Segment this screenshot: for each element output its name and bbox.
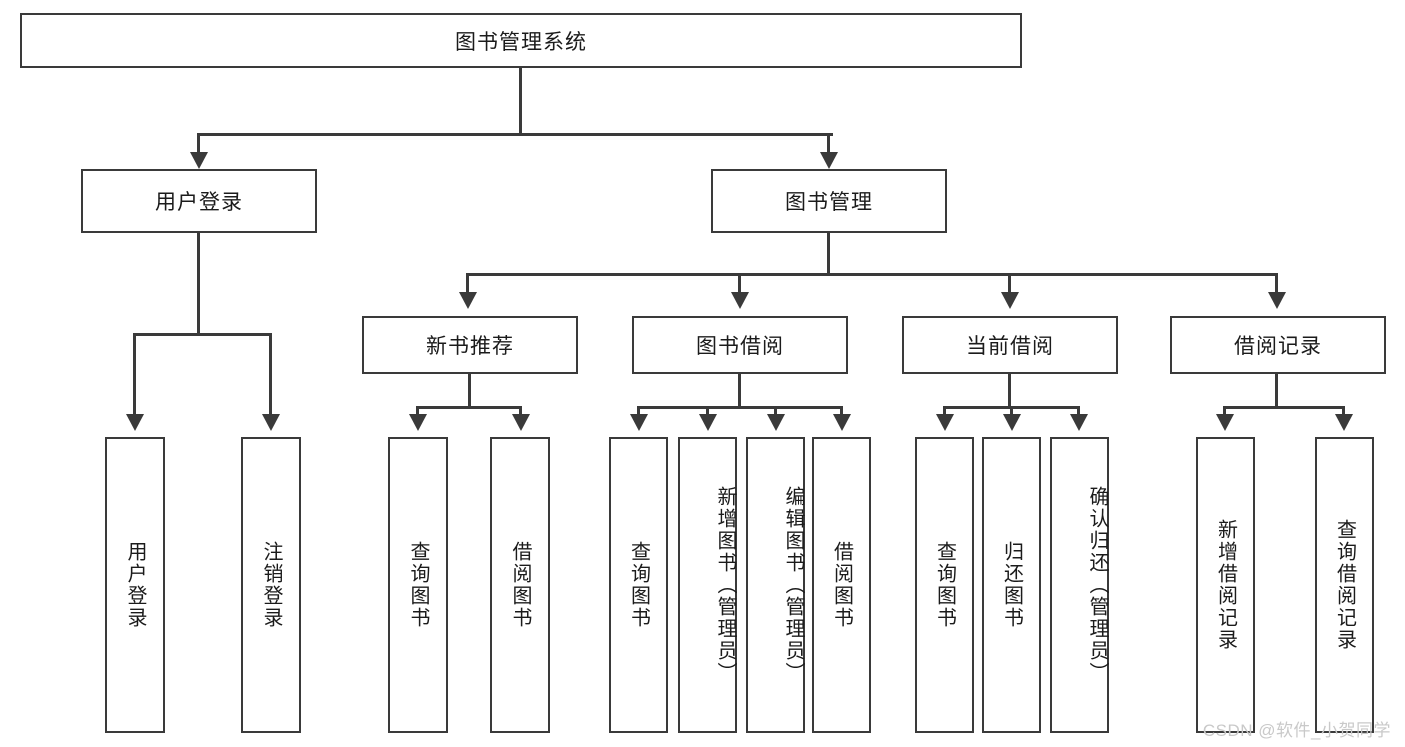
leaf-current-borrow-query-book[interactable]: 查询图书 [915, 437, 974, 733]
edge-user-login-to-leaf-1 [133, 333, 136, 417]
arrow-bm-to-book-borrow [731, 292, 749, 309]
edge-new-book-to-leaf-2 [519, 406, 522, 418]
node-label: 用户登录 [155, 191, 243, 214]
arrow-bb-to-leaf-2 [699, 414, 717, 431]
edge-root-to-book-management [827, 133, 830, 155]
node-label: 编辑图书（管理员） [782, 486, 804, 684]
node-label: 查询借阅记录 [1333, 519, 1356, 651]
node-borrow-record[interactable]: 借阅记录 [1170, 316, 1386, 374]
arrow-cb-to-leaf-1 [936, 414, 954, 431]
leaf-user-login-logout[interactable]: 注销登录 [241, 437, 301, 733]
arrow-bb-to-leaf-4 [833, 414, 851, 431]
node-label: 注销登录 [260, 541, 282, 629]
arrow-new-book-to-leaf-1 [409, 414, 427, 431]
edge-book-borrow-stem [738, 374, 741, 408]
edge-book-management-stem [827, 233, 830, 275]
arrow-new-book-to-leaf-2 [512, 414, 530, 431]
node-new-book-recommend[interactable]: 新书推荐 [362, 316, 578, 374]
arrow-user-login-to-leaf-1 [126, 414, 144, 431]
node-label: 用户登录 [124, 541, 146, 629]
leaf-book-borrow-add-book-admin[interactable]: 新增图书（管理员） [678, 437, 737, 733]
node-label: 图书借阅 [696, 335, 784, 358]
edge-new-book-stem [468, 374, 471, 408]
edge-cb-to-leaf-2 [1010, 406, 1013, 418]
edge-br-to-leaf-1 [1223, 406, 1226, 418]
edge-br-to-leaf-2 [1342, 406, 1345, 418]
edge-borrow-record-bus [1223, 406, 1345, 409]
leaf-new-book-query-book[interactable]: 查询图书 [388, 437, 448, 733]
node-label: 查询图书 [627, 541, 650, 629]
edge-borrow-record-stem [1275, 374, 1278, 408]
node-current-borrow[interactable]: 当前借阅 [902, 316, 1118, 374]
node-label: 查询图书 [407, 541, 429, 629]
arrow-root-to-user-login [190, 152, 208, 169]
leaf-book-borrow-borrow-book[interactable]: 借阅图书 [812, 437, 871, 733]
node-label: 图书管理 [785, 191, 873, 214]
node-label: 新书推荐 [426, 335, 514, 358]
leaf-book-borrow-query-book[interactable]: 查询图书 [609, 437, 668, 733]
edge-bb-to-leaf-2 [706, 406, 709, 418]
leaf-borrow-record-query-record[interactable]: 查询借阅记录 [1315, 437, 1374, 733]
arrow-br-to-leaf-1 [1216, 414, 1234, 431]
arrow-bm-to-borrow-record [1268, 292, 1286, 309]
edge-bm-to-book-borrow [738, 273, 741, 295]
node-label: 新增借阅记录 [1214, 519, 1237, 651]
edge-new-book-bus [416, 406, 522, 409]
node-label: 归还图书 [1000, 541, 1023, 629]
edge-book-management-bus [466, 273, 1278, 276]
edge-new-book-to-leaf-1 [416, 406, 419, 418]
leaf-current-borrow-return-book[interactable]: 归还图书 [982, 437, 1041, 733]
node-label: 借阅图书 [509, 541, 531, 629]
arrow-bb-to-leaf-1 [630, 414, 648, 431]
edge-root-stem [519, 68, 522, 135]
node-label: 借阅记录 [1234, 335, 1322, 358]
node-label: 图书管理系统 [455, 30, 587, 54]
edge-bb-to-leaf-4 [840, 406, 843, 418]
node-label: 确认归还（管理员） [1086, 486, 1108, 684]
node-root-book-management-system[interactable]: 图书管理系统 [20, 13, 1022, 68]
node-label: 新增图书（管理员） [714, 486, 736, 684]
edge-cb-to-leaf-3 [1077, 406, 1080, 418]
arrow-bm-to-new-book [459, 292, 477, 309]
node-label: 借阅图书 [830, 541, 853, 629]
node-label: 查询图书 [933, 541, 956, 629]
node-book-management[interactable]: 图书管理 [711, 169, 947, 233]
edge-user-login-stem [197, 233, 200, 335]
edge-cb-to-leaf-1 [943, 406, 946, 418]
arrow-bm-to-current-borrow [1001, 292, 1019, 309]
node-user-login[interactable]: 用户登录 [81, 169, 317, 233]
edge-bm-to-borrow-record [1275, 273, 1278, 295]
leaf-borrow-record-add-record[interactable]: 新增借阅记录 [1196, 437, 1255, 733]
edge-user-login-bus [133, 333, 270, 336]
edge-book-borrow-bus [637, 406, 842, 409]
arrow-br-to-leaf-2 [1335, 414, 1353, 431]
leaf-new-book-borrow-book[interactable]: 借阅图书 [490, 437, 550, 733]
leaf-book-borrow-edit-book-admin[interactable]: 编辑图书（管理员） [746, 437, 805, 733]
edge-root-bus [197, 133, 833, 136]
arrow-user-login-to-leaf-2 [262, 414, 280, 431]
edge-current-borrow-stem [1008, 374, 1011, 408]
edge-bm-to-new-book [466, 273, 469, 295]
edge-user-login-to-leaf-2 [269, 333, 272, 417]
csdn-watermark: CSDN @软件_小贺同学 [1202, 721, 1391, 740]
edge-root-to-user-login [197, 133, 200, 155]
node-label: 当前借阅 [966, 335, 1054, 358]
arrow-cb-to-leaf-2 [1003, 414, 1021, 431]
leaf-current-borrow-confirm-return-admin[interactable]: 确认归还（管理员） [1050, 437, 1109, 733]
edge-bb-to-leaf-1 [637, 406, 640, 418]
edge-bb-to-leaf-3 [774, 406, 777, 418]
leaf-user-login-login[interactable]: 用户登录 [105, 437, 165, 733]
edge-bm-to-current-borrow [1008, 273, 1011, 295]
arrow-bb-to-leaf-3 [767, 414, 785, 431]
arrow-root-to-book-management [820, 152, 838, 169]
node-book-borrow[interactable]: 图书借阅 [632, 316, 848, 374]
arrow-cb-to-leaf-3 [1070, 414, 1088, 431]
